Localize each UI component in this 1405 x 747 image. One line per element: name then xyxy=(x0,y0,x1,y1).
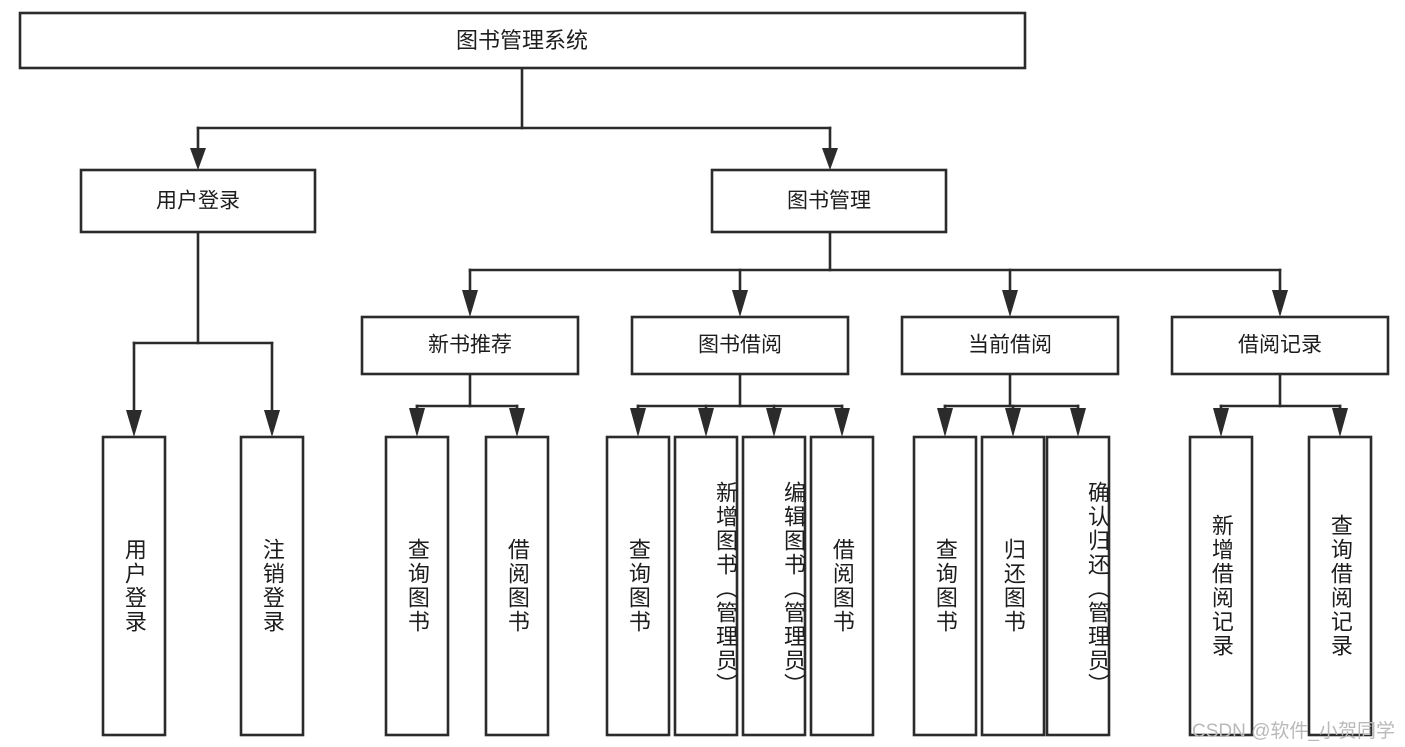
arrow-head-book-management xyxy=(822,148,838,170)
arrow-head-leaf-borrow-book-2 xyxy=(834,408,850,437)
node-leaf-add-borrow-record[interactable] xyxy=(1188,435,1254,737)
node-root-label: 图书管理系统 xyxy=(456,28,588,53)
node-book-borrow[interactable] xyxy=(630,315,850,376)
arrow-head-leaf-logout xyxy=(264,410,280,437)
arrow-head-leaf-query-book-2 xyxy=(630,408,646,437)
node-leaf-query-book-1[interactable] xyxy=(384,435,450,737)
node-user-login[interactable] xyxy=(79,168,317,234)
node-leaf-confirm-return-admin[interactable] xyxy=(1045,435,1111,737)
node-leaf-borrow-book-1[interactable] xyxy=(484,435,550,737)
node-user-login-label: 用户登录 xyxy=(156,190,240,213)
node-leaf-query-borrow-record[interactable] xyxy=(1307,435,1373,737)
node-leaf-query-book-3[interactable] xyxy=(912,435,978,737)
arrow-head-user-login xyxy=(190,148,206,170)
arrow-head-leaf-add-book xyxy=(698,408,714,437)
node-borrow-record[interactable] xyxy=(1170,315,1390,376)
arrow-head-new-book xyxy=(462,290,478,317)
node-book-management-label: 图书管理 xyxy=(787,190,871,213)
arrow-head-leaf-query-book-3 xyxy=(937,408,953,437)
node-new-book-recommend-label: 新书推荐 xyxy=(428,334,512,357)
arrow-head-leaf-add-record xyxy=(1213,408,1229,437)
node-root[interactable] xyxy=(18,11,1027,70)
watermark-text: CSDN @软件_小贺同学 xyxy=(1192,721,1395,742)
arrow-head-leaf-return-book xyxy=(1005,408,1021,437)
arrow-head-book-borrow xyxy=(732,290,748,317)
node-borrow-record-label: 借阅记录 xyxy=(1238,334,1322,357)
node-current-borrow[interactable] xyxy=(900,315,1120,376)
connector-layer xyxy=(126,66,1348,437)
node-layer: 图书管理系统 用户登录 图书管理 新书推荐 图书借阅 当前借阅 借阅记录 xyxy=(18,11,1390,737)
arrow-head-borrow-record xyxy=(1272,290,1288,317)
arrow-head-leaf-confirm-return xyxy=(1070,408,1086,437)
node-leaf-borrow-book-2[interactable] xyxy=(809,435,875,737)
node-book-management[interactable] xyxy=(710,168,948,234)
node-leaf-return-book[interactable] xyxy=(980,435,1046,737)
node-leaf-user-login[interactable] xyxy=(101,435,167,737)
arrow-head-leaf-borrow-book-1 xyxy=(509,408,525,437)
node-leaf-query-book-2[interactable] xyxy=(605,435,671,737)
node-new-book-recommend[interactable] xyxy=(360,315,580,376)
node-leaf-add-book-admin[interactable] xyxy=(673,435,739,737)
node-book-borrow-label: 图书借阅 xyxy=(698,334,782,357)
arrow-head-leaf-edit-book xyxy=(766,408,782,437)
arrow-head-leaf-query-record xyxy=(1332,408,1348,437)
arrow-head-current-borrow xyxy=(1002,290,1018,317)
node-leaf-edit-book-admin[interactable] xyxy=(741,435,807,737)
node-leaf-logout-login[interactable] xyxy=(239,435,305,737)
arrow-head-leaf-user-login xyxy=(126,410,142,437)
node-current-borrow-label: 当前借阅 xyxy=(968,334,1052,357)
arrow-head-leaf-query-book-1 xyxy=(409,408,425,437)
